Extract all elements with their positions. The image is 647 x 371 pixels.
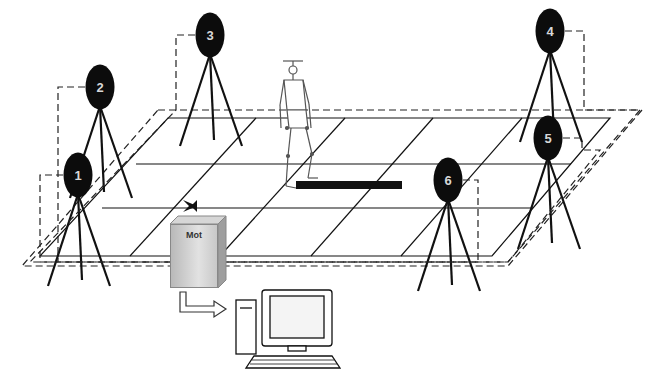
tripod-leg [210,54,214,140]
camera: 5 [533,115,563,161]
tripod-leg [78,194,110,286]
floor-grid [40,118,610,256]
force-plate [296,181,402,189]
camera-cable [58,87,170,262]
tripod-leg [548,157,580,249]
box-label: Mot [186,231,202,240]
output-arrow [180,292,226,317]
camera-number: 5 [544,132,551,145]
box-side [218,216,226,288]
camera-body [536,9,565,54]
camera-cable [226,31,640,262]
camera: 1 [63,152,93,198]
tripod-leg [210,54,242,146]
tripod-leg [448,199,480,291]
camera-cable [40,175,170,262]
walking-figure [280,61,318,188]
tripod-leg [78,194,82,280]
tripods [48,50,582,291]
box-top [170,216,226,224]
camera: 4 [535,8,565,54]
camera: 3 [195,12,225,58]
camera-number: 2 [96,81,103,94]
camera: 2 [85,64,115,110]
dashed-boundary [22,110,642,266]
tripod-leg [48,194,78,286]
camera-body [86,65,115,110]
tripod-leg [548,157,552,243]
camera-number: 3 [206,29,213,42]
tripod-leg [518,157,548,249]
analyzer-box: Mot [170,224,218,288]
tripod-leg [100,106,132,198]
tripod-leg [100,106,104,192]
camera-number: 4 [546,25,553,38]
tripod-leg [180,54,210,146]
camera-number: 6 [444,174,451,187]
tripod-leg [448,199,452,285]
direction-mark [191,200,197,212]
camera-body [534,116,563,161]
camera-body [196,13,225,58]
tripod-leg [418,199,448,291]
direction-mark [183,200,197,212]
camera-body [64,153,93,198]
camera-body [434,158,463,203]
camera: 6 [433,157,463,203]
camera-number: 1 [74,169,81,182]
computer [236,290,340,368]
